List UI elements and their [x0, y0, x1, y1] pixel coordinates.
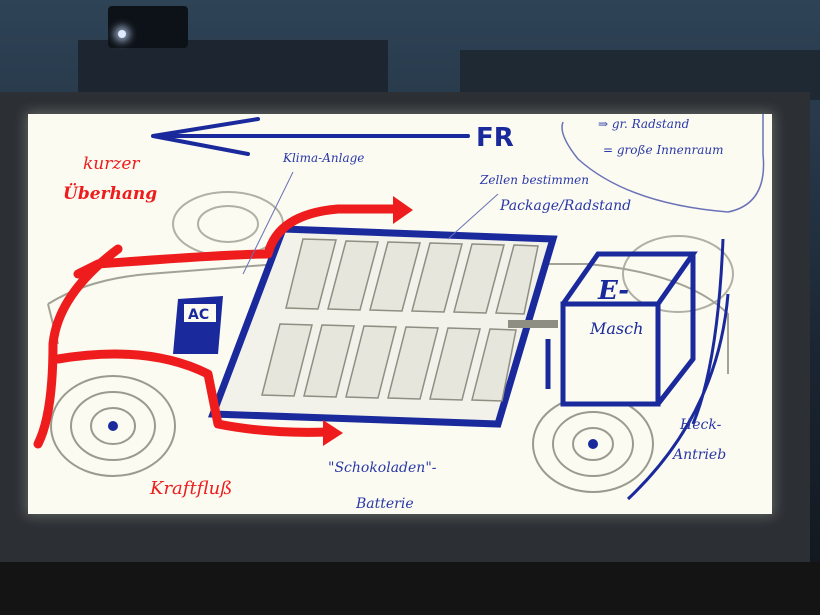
label-battery-1: "Schokoladen"-: [328, 460, 437, 476]
label-overhang-1: kurzer: [83, 154, 140, 174]
label-force-1: Kraftfluß: [149, 478, 232, 499]
note-top-right-1: ⇒ gr. Radstand: [598, 117, 690, 131]
background-building: [460, 50, 820, 100]
ac-label: AC: [188, 307, 209, 323]
label-rear-1: Heck-: [679, 417, 722, 433]
label-cells-1: Zellen bestimmen: [479, 173, 589, 187]
note-bubble: [561, 114, 765, 213]
force-arrow-head-bottom: [323, 420, 343, 446]
ac-unit: [173, 296, 223, 354]
force-flow-arrow: [33, 204, 403, 449]
e-machine-box: [545, 251, 698, 407]
front-wheel: [50, 375, 176, 477]
rooftop-building: [78, 40, 388, 100]
projector: [108, 6, 188, 48]
e-machine-label-2: Masch: [589, 319, 643, 338]
label-rear-2: Antrieb: [671, 447, 726, 463]
ground: [0, 562, 820, 615]
label-overhang-2: Überhang: [63, 183, 157, 204]
climate-leader: [242, 171, 294, 275]
direction-label: FR: [476, 123, 514, 153]
e-machine-label-1: E-: [597, 276, 629, 306]
projector-lens: [118, 30, 126, 38]
cells-leader: [447, 193, 499, 240]
label-battery-2: Batterie: [355, 496, 414, 512]
label-climate: Klima-Anlage: [282, 151, 364, 165]
car-sketch: E- Masch AC FR ⇒ gr. Radstand = große In…: [33, 114, 765, 512]
note-top-right-2: = große Innenraum: [603, 143, 723, 157]
force-arrow-head-top: [393, 196, 413, 224]
label-cells-2: Package/Radstand: [499, 198, 631, 214]
battery-pack: [207, 225, 558, 428]
direction-arrow: [151, 117, 470, 156]
rear-axle-lines: [626, 238, 730, 501]
rear-wheel: [532, 395, 654, 493]
